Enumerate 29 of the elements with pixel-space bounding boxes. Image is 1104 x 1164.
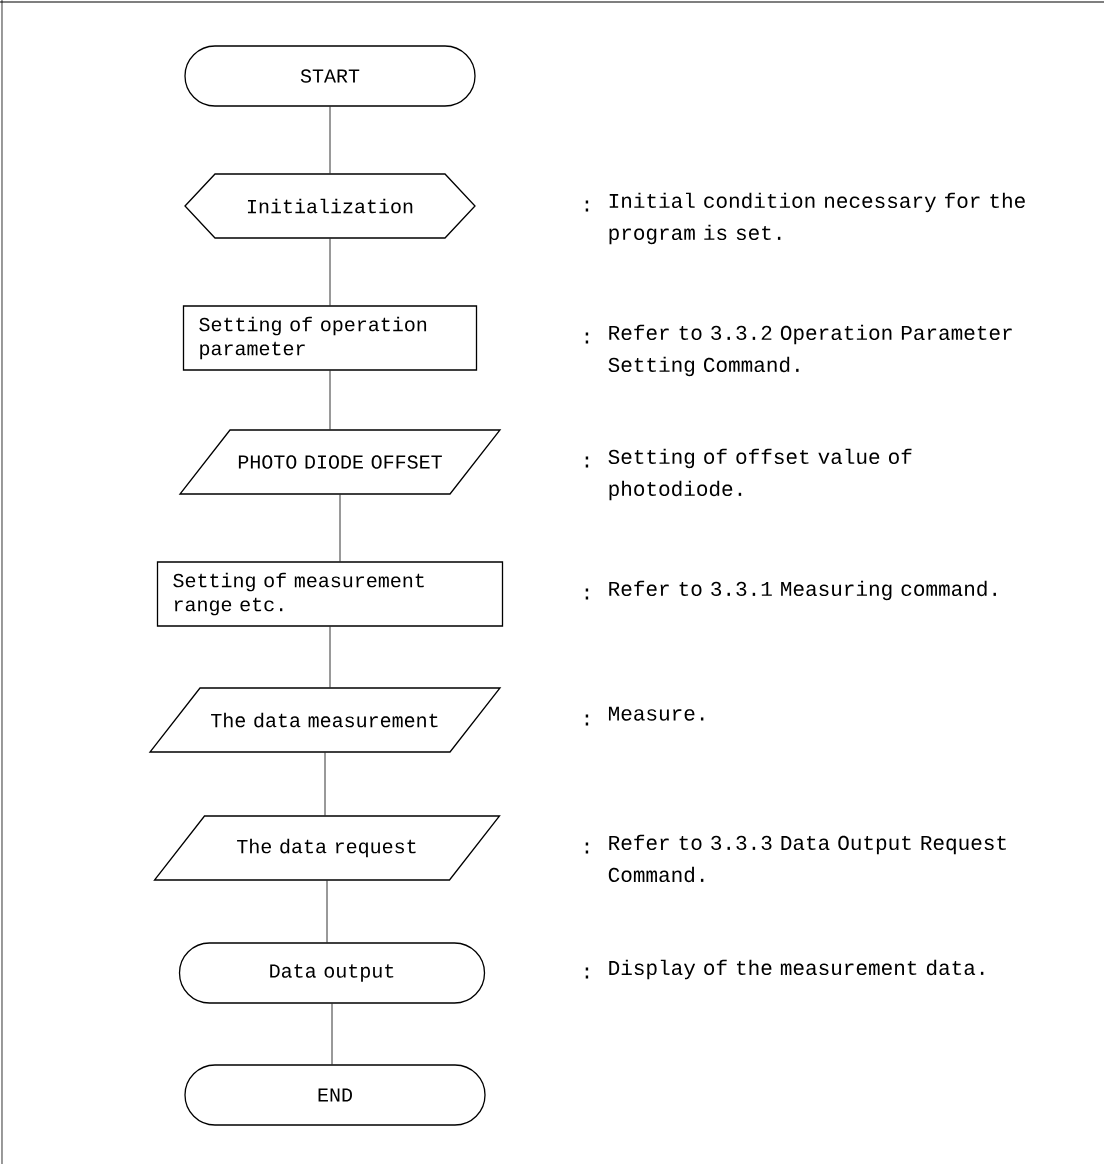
connector-line [331,1003,333,1065]
description-text: Refer to 3.3.2 Operation Parameter Setting Command. [608,324,1012,377]
connector-line [324,752,326,816]
input-output-parallelogram: The data request [153,815,501,881]
separator-colon: : [585,332,589,344]
terminal-box: Data output [178,942,486,1004]
preparation-hexagon: Initialization [184,173,476,239]
separator-colon: : [585,456,589,468]
terminal-box: START [184,45,476,107]
process-box: Setting of measurement range etc. [156,561,504,627]
separator-colon: : [585,842,589,854]
description-text: Display of the measurement data. [609,959,984,980]
process-box: Setting of operation parameter [182,305,478,371]
description-text: Setting of offset value of photodiode. [608,448,912,501]
connector-line [329,238,331,306]
separator-colon: : [585,967,589,979]
terminal-box: END [184,1064,486,1126]
connector-line [329,370,331,430]
connector-line [339,494,341,562]
separator-colon: : [585,714,589,726]
connector-line [329,106,331,174]
separator-colon: : [585,588,589,600]
description-text: Initial condition necessary for the program is set. [609,192,1025,245]
description-text: Refer to 3.3.1 Measuring command. [609,580,996,601]
description-text: Refer to 3.3.3 Data Output Request Command. [608,834,1006,883]
connector-line [329,626,331,688]
separator-colon: : [585,200,589,212]
connector-line [326,880,328,943]
description-text: Measure. [608,706,704,721]
